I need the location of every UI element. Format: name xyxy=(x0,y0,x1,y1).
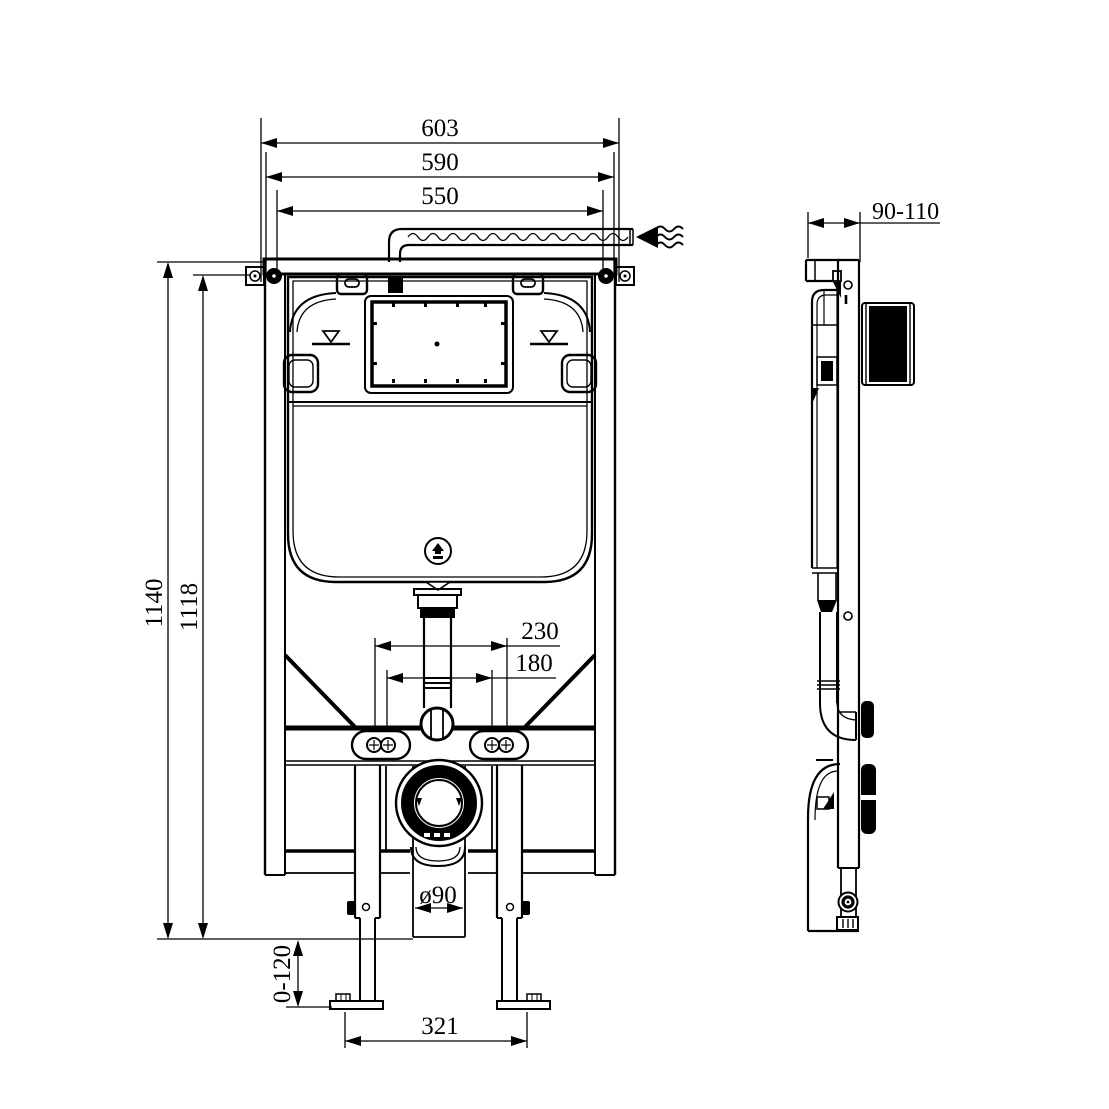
brand-emblem-icon xyxy=(424,537,452,565)
corner-bracket-right xyxy=(598,266,635,286)
leg-clamp-right xyxy=(522,901,530,915)
foot-right xyxy=(496,993,551,1010)
side-rail xyxy=(836,258,861,868)
dim-label-90-110: 90-110 xyxy=(872,199,939,225)
diagonal-brace-left xyxy=(283,653,358,730)
water-level-mark-right xyxy=(530,330,568,346)
tank-top-tab-left xyxy=(335,272,369,296)
dim-label-590: 590 xyxy=(421,149,459,176)
tank-top-tab-right xyxy=(511,272,545,296)
dim-offset-outer: 230 xyxy=(374,618,560,730)
dim-width-frame: 590 xyxy=(265,149,615,276)
foot-left xyxy=(329,993,384,1010)
side-foot xyxy=(836,867,859,931)
tank-profile xyxy=(810,288,838,612)
fixing-plate-left xyxy=(350,729,412,761)
dim-label-0-120: 0-120 xyxy=(269,945,296,1003)
water-inlet-pipe xyxy=(387,225,684,293)
corner-bracket-left xyxy=(245,266,282,286)
water-level-mark-left xyxy=(312,330,350,346)
side-view: 90-110 xyxy=(804,199,940,933)
fixing-plate-right xyxy=(468,729,530,761)
support-legs xyxy=(329,765,551,1010)
dim-label-1140: 1140 xyxy=(141,578,168,627)
water-flow-arrow-icon xyxy=(636,225,684,249)
dim-label-321: 321 xyxy=(421,1013,459,1040)
dim-foot-spacing: 321 xyxy=(344,1012,528,1048)
dim-offset-inner: 180 xyxy=(386,650,556,730)
dim-label-180: 180 xyxy=(515,650,553,677)
flush-pipe xyxy=(413,581,462,742)
dim-height-frame: 1118 xyxy=(176,274,250,939)
waste-outlet xyxy=(394,758,484,938)
inlet-connector xyxy=(388,277,403,293)
diagonal-brace-right xyxy=(522,653,597,730)
union-nut xyxy=(420,608,455,618)
outlet-embossing xyxy=(424,833,450,837)
flush-plate-housing xyxy=(861,302,915,386)
dim-width-outer: 603 xyxy=(260,115,620,282)
cistern-tank xyxy=(282,272,598,584)
side-flush-pipe xyxy=(817,612,857,741)
side-clip-left xyxy=(282,353,320,394)
tank-outline-inner xyxy=(292,280,588,578)
dim-label-550: 550 xyxy=(421,183,459,210)
dim-label-phi90: ø90 xyxy=(419,882,457,909)
window-screw-marks xyxy=(373,303,505,383)
tank-outline-outer xyxy=(286,275,594,584)
leg-clamp-left xyxy=(347,901,355,915)
dim-label-1118: 1118 xyxy=(176,583,203,631)
dim-leg-adjustment: 0-120 xyxy=(269,940,332,1008)
side-clip-right xyxy=(560,353,598,394)
dim-height-overall: 1140 xyxy=(141,261,413,940)
dim-outlet-diameter: ø90 xyxy=(415,882,463,913)
access-window xyxy=(364,295,514,394)
front-bracket-upper xyxy=(861,701,874,738)
pipe-retainer xyxy=(419,706,455,742)
dim-side-depth: 90-110 xyxy=(807,199,940,262)
dim-label-230: 230 xyxy=(521,618,559,645)
bottom-cross-rail xyxy=(265,849,615,876)
front-view: 603 590 550 1140 xyxy=(141,115,684,1048)
dim-label-603: 603 xyxy=(421,115,459,142)
